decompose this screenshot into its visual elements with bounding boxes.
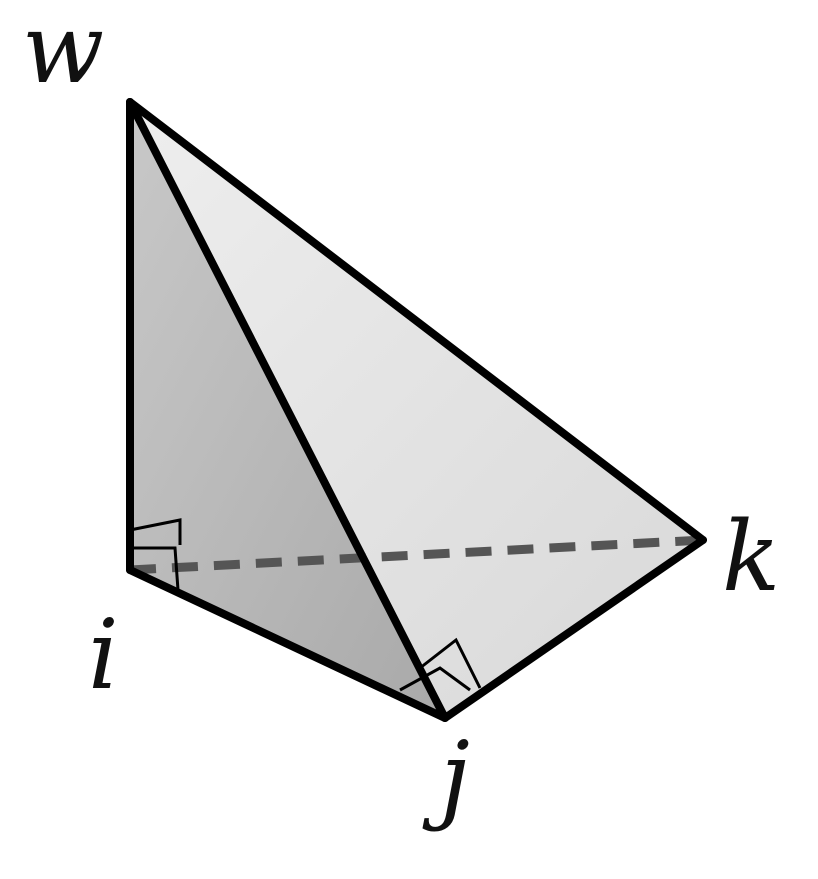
vertex-label-j: j: [422, 721, 470, 833]
right-angle-marker-j: [399, 637, 482, 692]
edge-wj: [126, 98, 449, 722]
edge-jk: [441, 536, 707, 722]
edge-ij: [126, 566, 449, 722]
edge-ik-hidden: [129, 535, 704, 575]
vertex-label-w: w: [22, 0, 104, 105]
right-angle-marker-i: [129, 518, 182, 591]
edge-wk: [126, 98, 707, 544]
vertex-label-k: k: [722, 501, 780, 613]
face-wjk: [130, 102, 703, 718]
vertex-label-i: i: [88, 599, 119, 711]
